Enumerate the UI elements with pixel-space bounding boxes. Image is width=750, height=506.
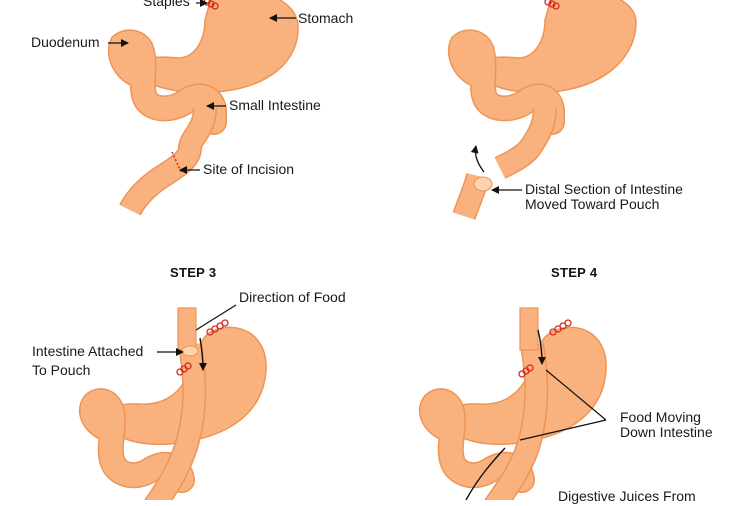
label-site-of-incision: Site of Incision (203, 161, 295, 177)
staples-mark (518, 319, 572, 378)
label-attached-line1: Intestine Attached (32, 343, 144, 359)
stomach-shape (135, 0, 299, 94)
label-attached-line2: To Pouch (32, 362, 91, 378)
label-food-moving-line1: Food Moving (620, 409, 701, 425)
food-direction-arrow (198, 337, 207, 371)
label-digestive-juices: Digestive Juices From (558, 488, 696, 504)
step4-heading: STEP 4 (551, 265, 598, 280)
esophagus-shape (519, 307, 539, 351)
step3-illustration (78, 304, 267, 500)
step1-illustration (107, 0, 299, 216)
label-staples: Staples (143, 0, 190, 9)
step3-heading: STEP 3 (170, 265, 217, 280)
label-direction-of-food: Direction of Food (239, 289, 346, 305)
esophagus-shape (177, 307, 197, 351)
step4-illustration (418, 307, 607, 500)
stomach-shape (475, 0, 637, 94)
label-stomach: Stomach (298, 10, 354, 26)
label-distal-line2: Moved Toward Pouch (525, 196, 660, 212)
incision-mark (171, 151, 183, 175)
staples-mark (544, 0, 560, 10)
step2-illustration (447, 0, 637, 220)
label-duodenum: Duodenum (31, 34, 100, 50)
move-up-arrow (470, 145, 485, 173)
digestive-juice-arrow (465, 447, 506, 500)
staples-mark (176, 319, 229, 376)
label-small-intestine: Small Intestine (229, 97, 321, 113)
label-food-moving-line2: Down Intestine (620, 424, 713, 440)
food-direction-arrow (537, 329, 546, 365)
label-distal-line1: Distal Section of Intestine (525, 181, 683, 197)
